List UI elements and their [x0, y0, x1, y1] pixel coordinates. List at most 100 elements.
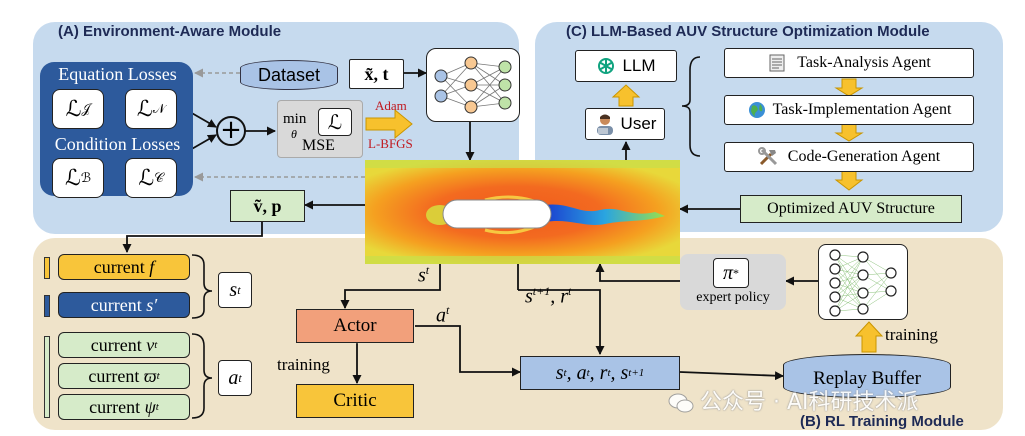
pi-star-box: π*: [713, 258, 749, 288]
llm-box: LLM: [575, 50, 677, 82]
condition-losses-label: Condition Losses: [54, 134, 181, 154]
pi-sup: *: [733, 265, 740, 280]
task-analysis-label: Task-Analysis Agent: [797, 54, 931, 71]
transition-r-symbol: , r: [550, 285, 569, 308]
min-label: min: [283, 111, 307, 127]
user-icon: [594, 113, 616, 135]
a-t-edge-symbol: a: [436, 304, 446, 327]
user-box: User: [585, 108, 665, 140]
loss-n-symbol: ℒ: [136, 96, 153, 121]
optimized-auv-structure-box: Optimized AUV Structure: [740, 195, 962, 223]
tuple-s-symbol: s: [555, 361, 564, 384]
dataset-cylinder: Dataset: [240, 60, 338, 90]
current-v-label: current: [90, 334, 142, 355]
arrow-user-to-llm: [611, 84, 641, 107]
critic-label: Critic: [333, 390, 377, 411]
neural-network-pinn: [426, 48, 520, 122]
arrow-vp-to-state: [122, 222, 263, 253]
flow-field-image: [365, 160, 680, 264]
loss-b-sub: ℬ: [80, 170, 92, 185]
current-w-sup: t: [156, 370, 160, 382]
tuple-s2-symbol: , s: [610, 361, 629, 384]
policy-network-graph: [829, 249, 897, 317]
arrow-flow-to-actor: [340, 262, 441, 309]
current-psi-sup: t: [155, 401, 159, 413]
a-t-edge-sup: t: [446, 303, 450, 317]
current-s-box: current s′: [58, 292, 190, 318]
transition-s-symbol: s: [525, 285, 533, 308]
task-implementation-label: Task-Implementation Agent: [772, 101, 952, 118]
input-xt-label: x̃, t: [364, 63, 389, 84]
arrow-agent1-to-agent2: [834, 78, 864, 97]
loss-j-symbol: ℒ: [65, 96, 82, 121]
arrow-agent2-to-agent3: [834, 123, 864, 142]
current-f-label: current: [93, 256, 145, 277]
arrow-optimizer: [365, 108, 413, 140]
arrow-actor-to-tuple: [415, 325, 521, 377]
code-generation-label: Code-Generation Agent: [787, 148, 941, 165]
training-label-buffer: training: [885, 325, 938, 344]
watermark: 公众号 · AI科研技术派: [668, 384, 919, 416]
transition-edge-label: st+1, rt: [525, 284, 571, 309]
transition-r-sup: t: [568, 284, 572, 298]
expert-policy-label: expert policy: [696, 290, 770, 305]
loss-c-sub: 𝒞: [154, 170, 164, 185]
action-sup: t: [238, 370, 242, 385]
current-psi-symbol: ψ: [144, 396, 156, 417]
flow-field-graphic: [365, 160, 680, 264]
action-marker: [44, 336, 50, 418]
objective-l-box: ℒ: [318, 108, 352, 136]
state-marker-s: [44, 295, 50, 317]
current-psi-label: current: [89, 396, 141, 417]
sum-node: +: [216, 116, 246, 146]
current-f-box: current f: [58, 254, 190, 280]
arrow-buffer-to-network: [854, 321, 884, 353]
s-t-edge-symbol: s: [418, 264, 426, 287]
output-vp-label: ṽ, p: [253, 195, 282, 216]
training-label-critic: training: [277, 355, 330, 374]
current-s-label: current: [90, 294, 142, 315]
loss-b-symbol: ℒ: [64, 165, 81, 190]
brace-agents: [681, 56, 701, 157]
tuple-r-symbol: , r: [589, 361, 608, 384]
tuple-s-sup: t: [563, 367, 567, 379]
a-t-edge-label: at: [436, 303, 449, 328]
arrow-condition-to-plus: [189, 134, 217, 151]
arrow-agent3-to-optimized: [834, 170, 864, 191]
optimized-label: Optimized AUV Structure: [767, 200, 935, 217]
watermark-text: 公众号 · AI科研技术派: [700, 390, 919, 415]
user-label: User: [620, 114, 657, 133]
replay-buffer-cylinder: Replay Buffer: [783, 354, 951, 398]
brace-action: [191, 333, 213, 419]
current-v-sup: t: [154, 339, 158, 351]
output-vp-box: ṽ, p: [230, 190, 305, 222]
globe-icon: [747, 100, 767, 120]
tuple-s2-sup: t+1: [628, 367, 645, 379]
loss-n-sub: 𝒩: [152, 101, 166, 116]
neural-network-policy: [818, 244, 908, 320]
current-w-label: current: [88, 365, 140, 386]
wechat-icon: [668, 392, 694, 414]
task-analysis-agent: Task-Analysis Agent: [724, 48, 974, 78]
brace-state: [191, 254, 213, 319]
s-t-edge-label: st: [418, 263, 429, 288]
llm-label: LLM: [622, 56, 656, 75]
pi-symbol: π: [722, 261, 734, 284]
adam-label: Adam: [375, 98, 407, 113]
current-w-symbol: ϖ: [143, 365, 157, 386]
arrow-losses-to-plus: [189, 111, 217, 128]
current-s-symbol: s′: [146, 294, 158, 315]
critic-box: Critic: [296, 384, 414, 418]
tuple-a-symbol: , a: [566, 361, 587, 384]
actor-box: Actor: [296, 309, 414, 343]
lbfgs-label: L-BFGS: [368, 136, 413, 151]
tuple-r-sup: t: [607, 367, 611, 379]
s-t-edge-sup: t: [425, 263, 430, 277]
